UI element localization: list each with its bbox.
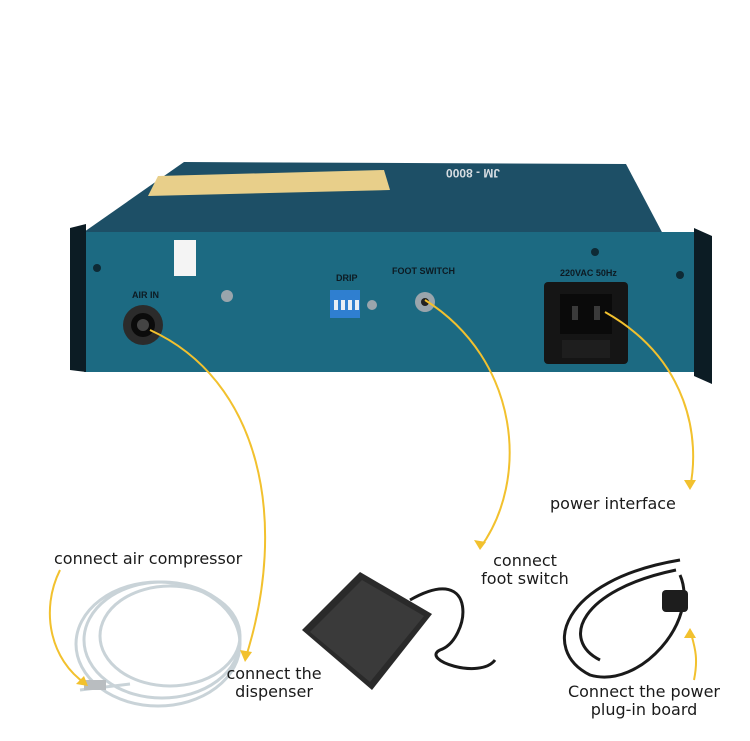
power-cord	[563, 558, 686, 679]
callout-connect-power-plug: Connect the power plug-in board	[567, 682, 721, 719]
qr-label	[174, 240, 196, 276]
foot-pedal	[302, 572, 497, 690]
model-text: JM - 8000	[446, 166, 501, 180]
callout-connect-dispenser: connect the dispenser	[226, 664, 322, 701]
power-label: 220VAC 50Hz	[560, 268, 617, 278]
screw-icon	[93, 264, 101, 272]
hose-fitting	[84, 680, 106, 690]
callout-connect-air-compressor: connect air compressor	[54, 549, 243, 568]
callout-connect-foot-switch: connect foot switch	[481, 551, 569, 588]
screw-icon	[676, 271, 684, 279]
foot-switch-label: FOOT SWITCH	[392, 266, 455, 276]
drip-label: DRIP	[336, 273, 358, 283]
screw-icon	[591, 248, 599, 256]
screw-icon	[221, 290, 233, 302]
callout-power-interface: power interface	[550, 494, 676, 513]
left-end-cap	[70, 224, 86, 372]
top-sticker	[148, 170, 390, 196]
right-end-cap	[694, 228, 712, 384]
screw-icon	[367, 300, 377, 310]
air-in-label: AIR IN	[132, 290, 159, 300]
power-plug	[662, 590, 688, 612]
